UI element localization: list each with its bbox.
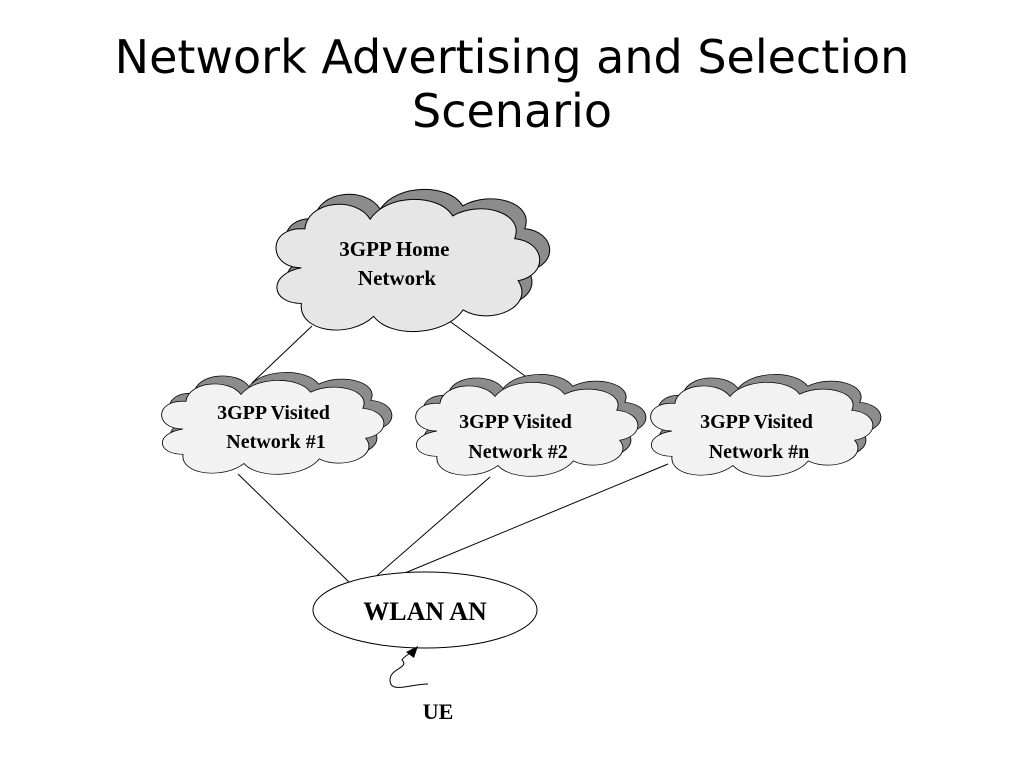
slide-title-line-2: Scenario: [412, 84, 612, 138]
home-network-cloud: 3GPP Home Network: [275, 188, 551, 333]
home-network-label-line-2: Network: [358, 266, 436, 290]
ue-wireless-link: [389, 646, 429, 688]
visited-network-n-cloud: 3GPP Visited Network #n: [649, 373, 882, 477]
wlan-ellipse: [312, 571, 538, 649]
visited-network-2-cloud: 3GPP Visited Network #2: [414, 373, 647, 477]
wlan-access-network: WLAN AN: [312, 571, 538, 649]
visited-network-2-label-line-2: Network #2: [468, 441, 567, 463]
slide-title-line-1: Network Advertising and Selection: [114, 30, 910, 84]
link-visited-1-wlan: [237, 473, 351, 584]
ue-label: UE: [423, 699, 454, 724]
svg-text:3GPP Visited Network #1: 3GPP Visited Network #1: [217, 402, 335, 453]
wireless-squiggle: [389, 649, 429, 688]
svg-text:3GPP Home Network: 3GPP Home Network: [339, 237, 454, 290]
visited-network-1-label-line-2: Network #1: [226, 431, 325, 453]
link-home-visited-1: [251, 325, 313, 384]
visited-network-2-label-line-1: 3GPP Visited: [459, 411, 572, 433]
visited-network-1-cloud: 3GPP Visited Network #1: [160, 371, 393, 475]
connector-lines: [237, 319, 669, 584]
slide-title: Network Advertising and Selection Scenar…: [0, 30, 1024, 138]
wlan-label: WLAN AN: [363, 597, 487, 626]
visited-network-n-label-line-1: 3GPP Visited: [700, 411, 813, 433]
link-visited-n-wlan: [399, 463, 669, 576]
svg-text:3GPP Visited Network #2: 3GPP Visited Network #2: [459, 411, 577, 463]
link-home-visited-2: [447, 319, 533, 382]
link-visited-2-wlan: [371, 476, 491, 581]
home-network-label-line-1: 3GPP Home: [339, 237, 449, 261]
svg-text:3GPP Visited Network #n: 3GPP Visited Network #n: [700, 411, 818, 463]
visited-network-n-label-line-2: Network #n: [709, 441, 810, 463]
arrowhead-icon: [406, 646, 418, 658]
visited-network-1-label-line-1: 3GPP Visited: [217, 402, 330, 424]
